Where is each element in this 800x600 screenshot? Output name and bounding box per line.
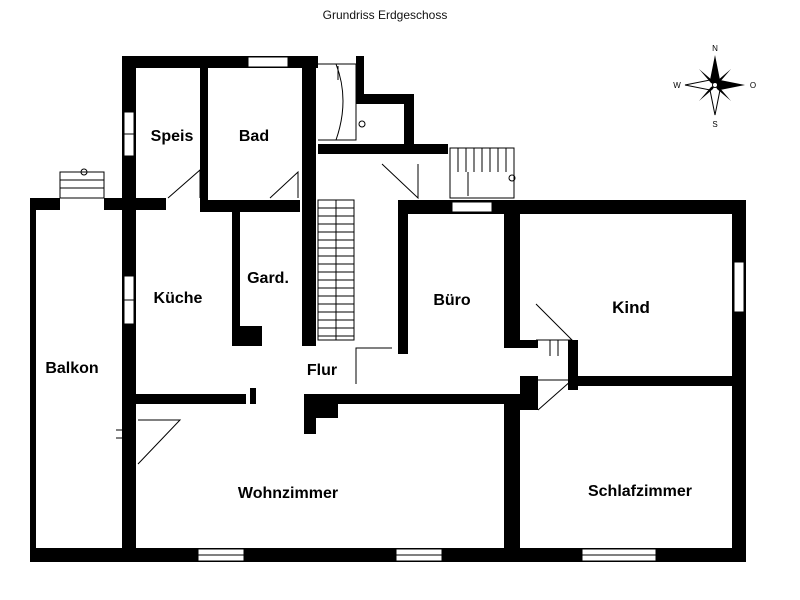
room-speis: Speis (151, 128, 194, 145)
room-gard: Gard. (247, 270, 289, 287)
compass-n: N (712, 44, 718, 53)
plan-title: Grundriss Erdgeschoss (322, 8, 448, 22)
room-buero: Büro (433, 292, 471, 309)
stairs (59, 63, 516, 341)
doors (116, 163, 574, 465)
room-wohnzimmer: Wohnzimmer (238, 485, 338, 502)
room-kueche: Küche (154, 290, 203, 307)
room-balkon: Balkon (45, 360, 98, 377)
compass-rose-icon: N S W O (673, 44, 756, 129)
windows (123, 56, 745, 562)
room-bad: Bad (239, 128, 269, 145)
compass-o: O (750, 81, 756, 90)
compass-w: W (673, 81, 681, 90)
room-schlafzimmer: Schlafzimmer (588, 483, 692, 500)
room-labels: Speis Bad Küche Gard. Büro Kind Balkon F… (45, 128, 692, 502)
room-flur: Flur (307, 362, 337, 379)
compass-s: S (712, 120, 717, 129)
room-kind: Kind (612, 298, 650, 317)
